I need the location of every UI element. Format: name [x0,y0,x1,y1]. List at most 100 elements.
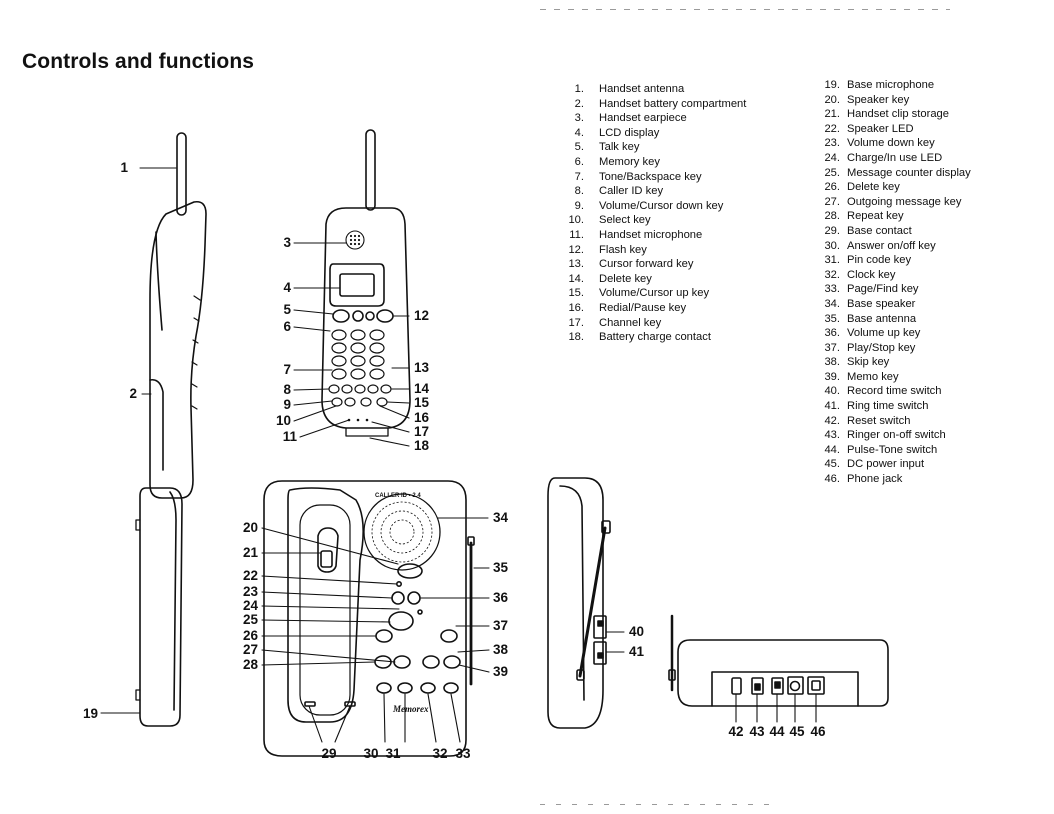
legend-item: 14.Delete key [566,272,746,287]
legend-item-number: 3. [574,112,584,125]
legend-item-number: 6. [574,155,584,168]
legend-item: 30.Answer on/off key [820,239,971,254]
legend-item-label: Page/Find key [847,283,919,296]
callout-15: 15 [414,395,430,410]
base-top-view [263,480,475,757]
handset-side-view [149,132,207,499]
legend-item: 11.Handset microphone [566,228,746,243]
legend-item-number: 17. [568,316,584,329]
legend-item-label: Cursor forward key [599,258,694,271]
callout-46: 46 [810,724,826,739]
callout-13: 13 [414,360,430,375]
legend-item-number: 34. [824,297,840,310]
legend-item: 9. Volume/Cursor down key [566,199,746,214]
legend-item: 4.LCD display [566,126,746,141]
legend-item: 28.Repeat key [820,209,971,224]
legend-item: 35. Base antenna [820,312,971,327]
legend-item-number: 7. [574,170,584,183]
callout-8: 8 [283,382,291,397]
callout-41: 41 [629,644,645,659]
callout-43: 43 [749,724,765,739]
legend-item-number: 23. [824,137,840,150]
legend-item-number: 35. [824,312,840,325]
legend-item-number: 22. [824,122,840,135]
callout-19: 19 [83,706,98,721]
legend-item: 13.Cursor forward key [566,257,746,272]
legend-item-label: Talk key [599,141,640,154]
legend-item: 1.Handset antenna [566,82,746,97]
legend-item: 24.Charge/In use LED [820,151,971,166]
callout-28: 28 [243,657,259,672]
legend-item-number: 28. [824,210,840,223]
callout-26: 26 [243,628,259,643]
legend-item: 18.Battery charge contact [566,330,746,345]
callout-36: 36 [493,590,509,605]
legend-item-number: 9. [574,199,584,212]
callout-18: 18 [414,438,430,453]
legend-item-label: Handset earpiece [599,112,687,125]
legend-item: 2.Handset battery compartment [566,97,747,112]
legend-item-label: Redial/Pause key [599,301,687,314]
callout-45: 45 [789,724,805,739]
legend-item-number: 38. [824,356,840,369]
leader-lines [100,167,817,743]
callout-30: 30 [363,746,378,761]
legend-item-label: Ringer on-off switch [847,429,946,442]
legend-item-label: Handset microphone [599,228,703,241]
legend-item-label: Select key [599,214,651,227]
legend-item-number: 45. [824,458,840,471]
legend-item: 12.Flash key [566,243,746,258]
legend-item-label: Play/Stop key [847,341,916,354]
callout-4: 4 [283,280,291,295]
callout-9: 9 [283,397,291,412]
callout-7: 7 [283,362,291,377]
base-right-side-view [547,477,611,729]
caller-id-print: CALLER ID • 2.4 [375,493,421,499]
legend-item-label: Caller ID key [599,185,664,198]
legend-item: 45.DC power input [820,457,971,472]
callout-39: 39 [493,664,508,679]
legend-item-label: Outgoing message key [847,195,962,208]
legend-item-label: Volume/Cursor down key [599,199,724,212]
legend-item-number: 16. [568,301,584,314]
legend-item: 27.Outgoing message key [820,195,971,210]
legend-item: 33.Page/Find key [820,282,971,297]
page-title: Controls and functions [22,50,255,73]
legend-item-label: Charge/In use LED [847,151,943,164]
legend-item-label: Delete key [847,181,900,194]
legend-item-number: 26. [824,181,840,194]
legend-item: 22.Speaker LED [820,122,971,137]
callout-11: 11 [283,429,298,444]
legend-item: 20.Speaker key [820,93,971,108]
legend-item: 29.Base contact [820,224,971,239]
callout-24: 24 [243,598,259,613]
legend-item-number: 18. [568,331,584,344]
legend-item-number: 37. [824,341,840,354]
callout-25: 25 [243,612,259,627]
callout-23: 23 [243,584,259,599]
legend-item: 38.Skip key [820,355,971,370]
legend-item-number: 21. [824,108,840,121]
legend-item-number: 5. [574,141,584,154]
legend-item-label: Handset antenna [599,83,685,95]
legend-item: 8.Caller ID key [566,184,746,199]
legend-item-label: Reset switch [847,414,911,427]
legend-item-label: Volume/Cursor up key [599,287,710,300]
legend-item-number: 36. [824,327,840,340]
legend-item-label: Memo key [847,370,899,383]
legend-item-label: LCD display [599,126,660,139]
legend-item-number: 40. [824,385,840,398]
callout-14: 14 [414,381,430,396]
legend-item-label: Tone/Backspace key [599,170,702,183]
legend-item-label: Channel key [599,316,662,329]
legend-item-label: Phone jack [847,473,903,486]
legend-item-number: 29. [824,224,840,237]
legend-item: 40.Record time switch [820,384,971,399]
legend-item: 34.Base speaker [820,297,971,312]
callout-12: 12 [414,308,429,323]
base-rear-view [668,614,889,707]
legend-item: 5. Talk key [566,140,746,155]
legend-item-label: Base antenna [847,312,917,325]
